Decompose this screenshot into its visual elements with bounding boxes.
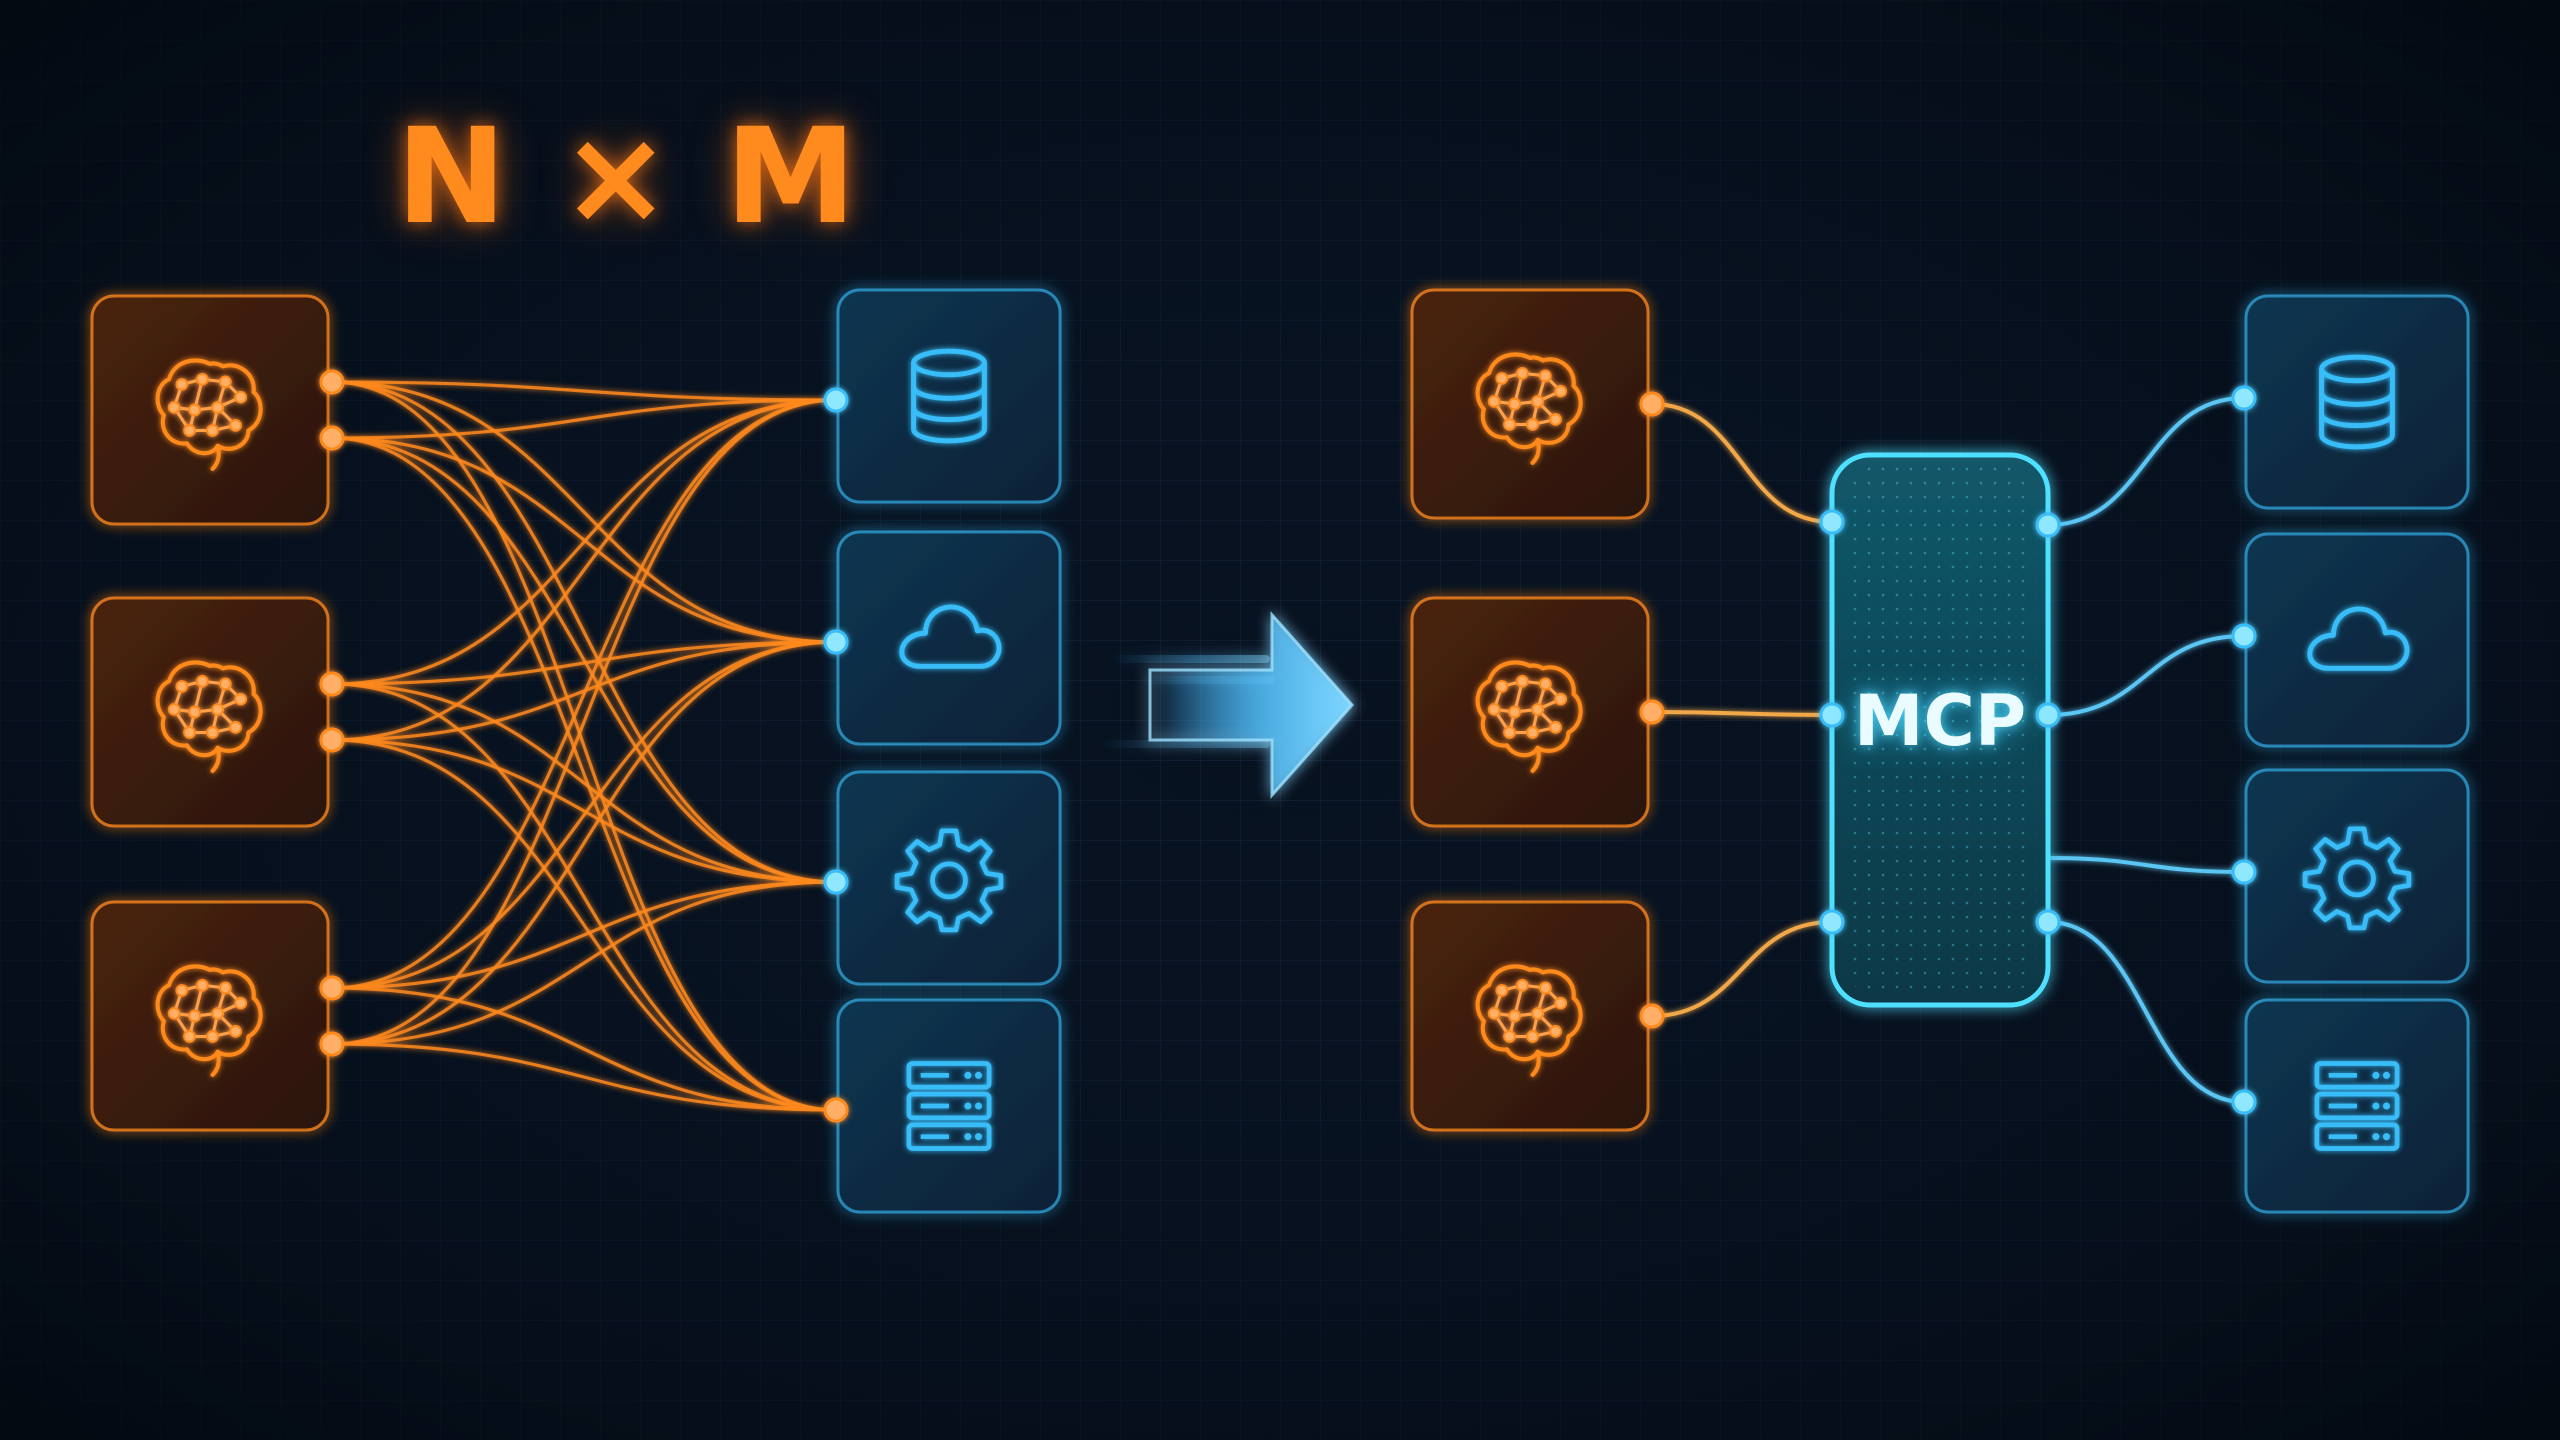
tool-node-before-3 <box>836 770 1062 986</box>
tool-node-after-1 <box>2244 294 2470 510</box>
after-connections <box>1650 396 2246 1104</box>
port-before-model-3-2 <box>319 1031 345 1057</box>
connection-before-1-2-1 <box>330 380 838 644</box>
port-before-model-2-2 <box>319 727 345 753</box>
port-before-tool-4 <box>823 1097 849 1123</box>
port-before-tool-2 <box>823 629 849 655</box>
connection-before-3-4-1 <box>330 986 838 1112</box>
model-node-before-2 <box>90 596 330 828</box>
connection-before-3-4-2 <box>330 1042 838 1112</box>
connection-before-1-4-2 <box>330 436 838 1112</box>
port-hub-right-3 <box>2035 909 2061 935</box>
before-connections <box>330 380 838 1112</box>
tool-node-after-4 <box>2244 998 2470 1214</box>
connection-before-2-4-2 <box>330 738 838 1112</box>
tool-node-after-3 <box>2244 768 2470 984</box>
port-hub-right-1 <box>2035 512 2061 538</box>
tool-node-before-2 <box>836 530 1062 746</box>
model-node-before-1 <box>90 294 330 526</box>
connection-before-1-3-2 <box>330 436 838 884</box>
model-node-after-3 <box>1410 900 1650 1132</box>
port-after-tool-3 <box>2231 859 2257 885</box>
connection-before-2-4-1 <box>330 682 838 1112</box>
port-before-tool-3 <box>823 869 849 895</box>
connection-after-tool-4 <box>2046 920 2246 1104</box>
port-hub-left-2 <box>1819 702 1845 728</box>
port-after-model-1 <box>1639 391 1665 417</box>
server-icon <box>2317 1064 2397 1149</box>
connection-before-2-1-1 <box>330 398 838 686</box>
connection-after-model-3 <box>1650 920 1834 1018</box>
connection-before-1-4-1 <box>330 380 838 1112</box>
connection-before-2-3-1 <box>330 682 838 884</box>
connection-before-2-1-2 <box>330 398 838 742</box>
model-node-after-1 <box>1410 288 1650 520</box>
connection-before-2-3-2 <box>330 738 838 884</box>
port-after-tool-2 <box>2231 623 2257 649</box>
tool-node-before-4 <box>836 998 1062 1214</box>
connection-before-3-3-1 <box>330 880 838 990</box>
connection-before-1-3-1 <box>330 380 838 884</box>
before-section <box>90 288 1062 1214</box>
mcp-hub-label: MCP <box>1853 680 2027 762</box>
connection-after-tool-3 <box>2046 856 2246 874</box>
arrow-right-icon <box>1100 611 1355 799</box>
connection-ports <box>319 369 2257 1123</box>
port-before-tool-1 <box>823 387 849 413</box>
connection-before-1-1-1 <box>330 380 838 402</box>
connection-before-3-1-2 <box>330 398 838 1046</box>
connection-before-3-1-1 <box>330 398 838 990</box>
connection-before-3-2-2 <box>330 640 838 1046</box>
diagram-title: N × M <box>396 100 861 254</box>
connection-after-tool-1 <box>2046 396 2246 527</box>
port-before-model-1-2 <box>319 425 345 451</box>
port-after-model-3 <box>1639 1003 1665 1029</box>
model-node-before-3 <box>90 900 330 1132</box>
after-section <box>1410 288 2470 1214</box>
port-hub-left-1 <box>1819 509 1845 535</box>
port-hub-left-3 <box>1819 909 1845 935</box>
connection-after-model-1 <box>1650 402 1834 524</box>
mcp-hub <box>1829 452 2051 1008</box>
connection-after-tool-2 <box>2046 634 2246 717</box>
connection-before-3-3-2 <box>330 880 838 1046</box>
connection-before-3-2-1 <box>330 640 838 990</box>
model-node-after-2 <box>1410 596 1650 828</box>
connection-before-1-1-2 <box>330 398 838 440</box>
port-after-model-2 <box>1639 699 1665 725</box>
port-after-tool-4 <box>2231 1089 2257 1115</box>
port-before-model-1-1 <box>319 369 345 395</box>
server-icon <box>909 1064 989 1149</box>
port-before-model-3-1 <box>319 975 345 1001</box>
port-before-model-2-1 <box>319 671 345 697</box>
tool-node-after-2 <box>2244 532 2470 748</box>
tool-node-before-1 <box>836 288 1062 504</box>
connection-before-2-2-1 <box>330 640 838 686</box>
port-after-tool-1 <box>2231 385 2257 411</box>
port-hub-right-2 <box>2035 702 2061 728</box>
connection-after-model-2 <box>1650 710 1834 717</box>
